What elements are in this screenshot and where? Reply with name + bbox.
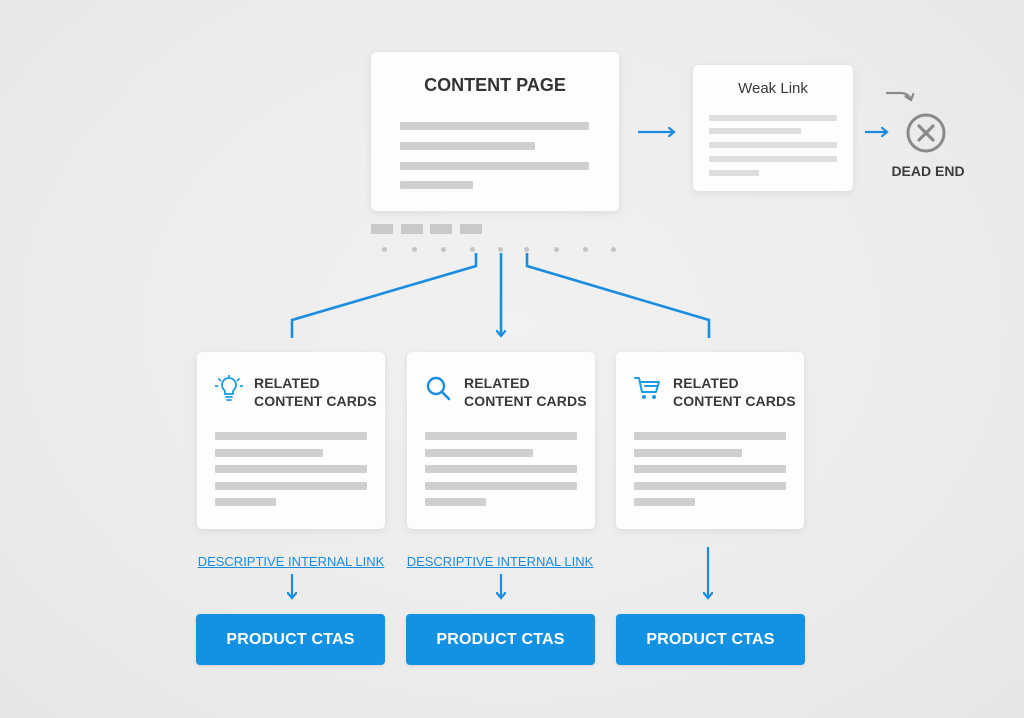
placeholder-line [425,465,577,473]
dot [382,247,387,252]
search-icon [426,376,451,401]
placeholder-line [634,432,786,440]
placeholder-line [425,498,486,506]
dot [412,247,417,252]
placeholder-line [400,122,589,130]
descriptive-internal-link-1[interactable]: DESCRIPTIVE INTERNAL LINK [197,554,385,569]
placeholder-line [400,142,535,150]
card-heading: RELATED CONTENT CARDS [464,375,587,409]
related-content-card-3[interactable]: RELATED CONTENT CARDS [616,352,804,529]
placeholder-line [634,449,742,457]
product-cta-button-1[interactable]: PRODUCT CTAS [196,614,385,665]
dot [441,247,446,252]
placeholder-line [425,449,533,457]
placeholder-line [425,432,577,440]
related-content-card-2[interactable]: RELATED CONTENT CARDS [407,352,595,529]
tag-block [371,224,393,234]
placeholder-line [709,170,759,176]
placeholder-line [215,449,323,457]
placeholder-line [709,142,837,148]
dot [611,247,616,252]
x-circle-icon [906,113,946,153]
dot [554,247,559,252]
placeholder-line [400,162,589,170]
placeholder-line [634,465,786,473]
descriptive-internal-link-2[interactable]: DESCRIPTIVE INTERNAL LINK [406,554,594,569]
placeholder-line [709,156,837,162]
dot [583,247,588,252]
curved-arrow-icon [886,91,911,100]
content-page-title: CONTENT PAGE [424,75,566,95]
placeholder-line [215,482,367,490]
placeholder-line [215,432,367,440]
card-heading: RELATED CONTENT CARDS [254,375,377,409]
branch-right [525,253,711,338]
tag-block [460,224,482,234]
placeholder-line [634,498,695,506]
weak-link-title: Weak Link [738,80,808,97]
placeholder-line [425,482,577,490]
card-heading: RELATED CONTENT CARDS [673,375,796,409]
lightbulb-icon [215,375,243,401]
shopping-cart-icon [634,377,660,399]
content-page-card: CONTENT PAGE [371,52,619,211]
product-cta-button-3[interactable]: PRODUCT CTAS [616,614,805,665]
placeholder-line [709,115,837,121]
branch-left [290,253,478,338]
related-content-card-1[interactable]: RELATED CONTENT CARDS [197,352,385,529]
dot [470,247,475,252]
placeholder-line [400,181,473,189]
dot [498,247,503,252]
dot [524,247,529,252]
tag-block [430,224,452,234]
placeholder-line [215,498,276,506]
placeholder-line [634,482,786,490]
dead-end-label: DEAD END [891,163,965,179]
placeholder-line [709,128,801,134]
product-cta-button-2[interactable]: PRODUCT CTAS [406,614,595,665]
tag-block [401,224,423,234]
weak-link-card: Weak Link [693,65,853,191]
placeholder-line [215,465,367,473]
